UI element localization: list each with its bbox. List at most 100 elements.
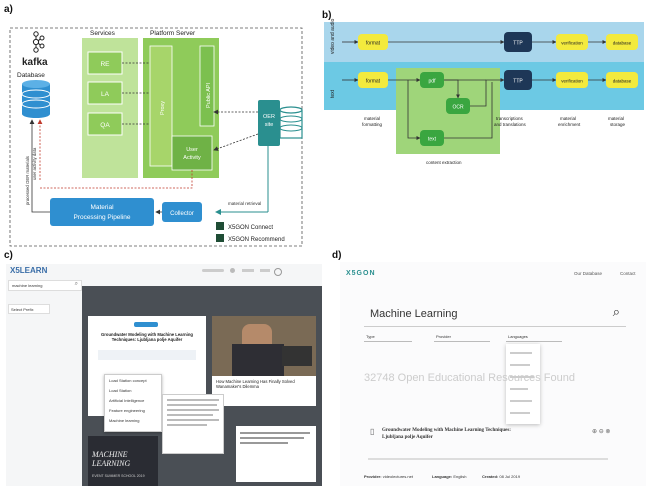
menu-item-0[interactable]: Load Station concept (109, 378, 147, 383)
meta-created-key: Created: (482, 474, 499, 479)
bottom-banner[interactable]: MACHINE LEARNING EVENT SUMMER SCHOOL 201… (88, 436, 158, 486)
video-title: How Machine Learning Has Finally Solved … (216, 379, 295, 389)
panel-label-b: b) (322, 10, 332, 21)
format-box-video (358, 34, 388, 50)
x5gon-search-input[interactable]: Machine Learning ⌕ (364, 300, 626, 327)
prefix-select[interactable]: Select Prefix (8, 304, 50, 314)
legend-connect-label: X5GON Connect (228, 225, 273, 231)
pipeline-label-2: Processing Pipeline (73, 214, 130, 221)
ocr-label: OCR (452, 105, 464, 111)
legend-recommend-label: X5GON Recommend (228, 237, 285, 243)
caption-material-formatting-1: material (364, 116, 380, 121)
pdf-box (420, 72, 444, 88)
oer-label-1: OER (263, 114, 275, 120)
format-label-text: format (366, 79, 381, 85)
panel-label-a: a) (4, 4, 13, 15)
search-icon[interactable]: ⌕ (612, 304, 620, 319)
legend-swatch-recommend (216, 234, 224, 242)
text-box (420, 130, 444, 146)
ttp-label-video: TTP (513, 41, 523, 47)
verification-box-text (556, 72, 588, 88)
public-api-label: Public API (206, 82, 212, 108)
filter-type[interactable]: Type (364, 334, 412, 342)
database-icon (21, 80, 51, 118)
service-qa-label: QA (100, 122, 110, 129)
caption-translations: and translations (494, 122, 527, 127)
language-dropdown (506, 344, 540, 424)
bottom-card[interactable] (236, 426, 316, 482)
menu-item-3[interactable]: Feature engineering (109, 408, 145, 413)
x5learn-content: Groundwater Modeling with Machine Learni… (82, 286, 322, 486)
meta-created: Created: 08 Jul 2019 (482, 474, 520, 479)
pdf-label: pdf (429, 79, 437, 85)
panel-label-c: c) (4, 250, 13, 261)
caption-enrichment-2: enrichment (558, 122, 581, 127)
ttp-label-text: TTP (513, 79, 523, 85)
settings-icon[interactable] (230, 268, 235, 273)
video-card[interactable]: How Machine Learning Has Finally Solved … (212, 376, 316, 406)
user-activity-box (171, 135, 213, 171)
format-label-video: format (366, 41, 381, 47)
public-api-box (199, 45, 215, 127)
filter-provider[interactable]: Provider (434, 334, 490, 342)
filter-type-label: Type (366, 334, 375, 339)
search-icon[interactable]: ⌕ (74, 281, 78, 287)
material-processing-pipeline-box (50, 198, 154, 226)
menu-item-1[interactable]: Load Station (109, 388, 132, 393)
row-label-video: video and audio (330, 18, 336, 54)
menu-item-2[interactable]: Artificial Intelligence (109, 398, 145, 403)
kafka-label: kafka (22, 57, 48, 68)
format-box-text (358, 72, 388, 88)
caption-material-formatting-2: formatting (362, 122, 383, 127)
result-title[interactable]: Groundwater Modeling with Machine Learni… (382, 428, 511, 440)
filter-languages-label: Languages (508, 334, 528, 339)
services-label: Services (90, 30, 116, 37)
proxy-label: Proxy (160, 101, 166, 115)
card-logo-icon (134, 322, 158, 327)
processed-materials-label: processed OER materials (25, 156, 30, 205)
caption-content-extraction: content extraction (426, 160, 462, 165)
concept-tooltip (162, 394, 224, 454)
filter-languages[interactable]: Languages (506, 334, 562, 342)
x5gon-screenshot: X5GON Our Database Contact Machine Learn… (340, 262, 646, 486)
database-label-text: database (613, 79, 632, 84)
legend-swatch-connect (216, 222, 224, 230)
database-box-text (606, 72, 638, 88)
x5learn-screenshot: X5LEARN machine learning ⌕ Select Prefix… (6, 264, 322, 486)
bottom-banner-sub: EVENT SUMMER SCHOOL 2019 (92, 474, 145, 478)
ocr-box (446, 98, 470, 114)
result-action-icons[interactable]: ⊕ ⊖ ⊗ (592, 429, 611, 435)
nav-our-database[interactable]: Our Database (574, 271, 603, 276)
caption-transcriptions: transcriptions (496, 116, 524, 121)
meta-language: Language: English (432, 474, 466, 479)
nav-contact[interactable]: Contact (620, 271, 636, 276)
pipeline-label-1: Material (90, 204, 114, 211)
user-activity-data-label: user activity data (32, 147, 37, 180)
collector-box (162, 202, 202, 222)
menu-item-4[interactable]: Machine learning (109, 418, 140, 423)
concept-menu: Load Station concept Load Station Artifi… (104, 374, 162, 432)
meta-provider: Provider: videolectures.net (364, 474, 413, 479)
material-retrieval-label: material retrieval (228, 201, 261, 206)
platform-server-label: Platform Server (150, 30, 196, 37)
results-count: 32748 Open Educational Resources Found (364, 372, 575, 384)
card-title: Groundwater Modeling with Machine Learni… (101, 332, 193, 342)
x5learn-topbar (202, 268, 282, 276)
x5gon-logo: X5GON (346, 270, 376, 277)
row-label-text: text (330, 89, 336, 98)
oer-site-icon: OER site (258, 100, 303, 146)
kafka-icon (32, 31, 45, 53)
database-label: Database (17, 72, 45, 79)
verification-box-video (556, 34, 588, 50)
x5learn-search-input[interactable]: machine learning ⌕ (8, 280, 82, 291)
x5learn-search-value: machine learning (12, 283, 43, 288)
video-thumbnail[interactable] (212, 316, 316, 376)
meta-language-key: Language: (432, 474, 453, 479)
meta-provider-value: videolectures.net (382, 474, 413, 479)
avatar[interactable] (274, 268, 282, 276)
oer-label-2: site (265, 122, 274, 128)
proxy-box (149, 45, 173, 167)
text-box-label: text (428, 137, 437, 143)
database-label-video: database (613, 41, 632, 46)
architecture-diagram: kafka Database processed OER materials u… (9, 27, 303, 247)
